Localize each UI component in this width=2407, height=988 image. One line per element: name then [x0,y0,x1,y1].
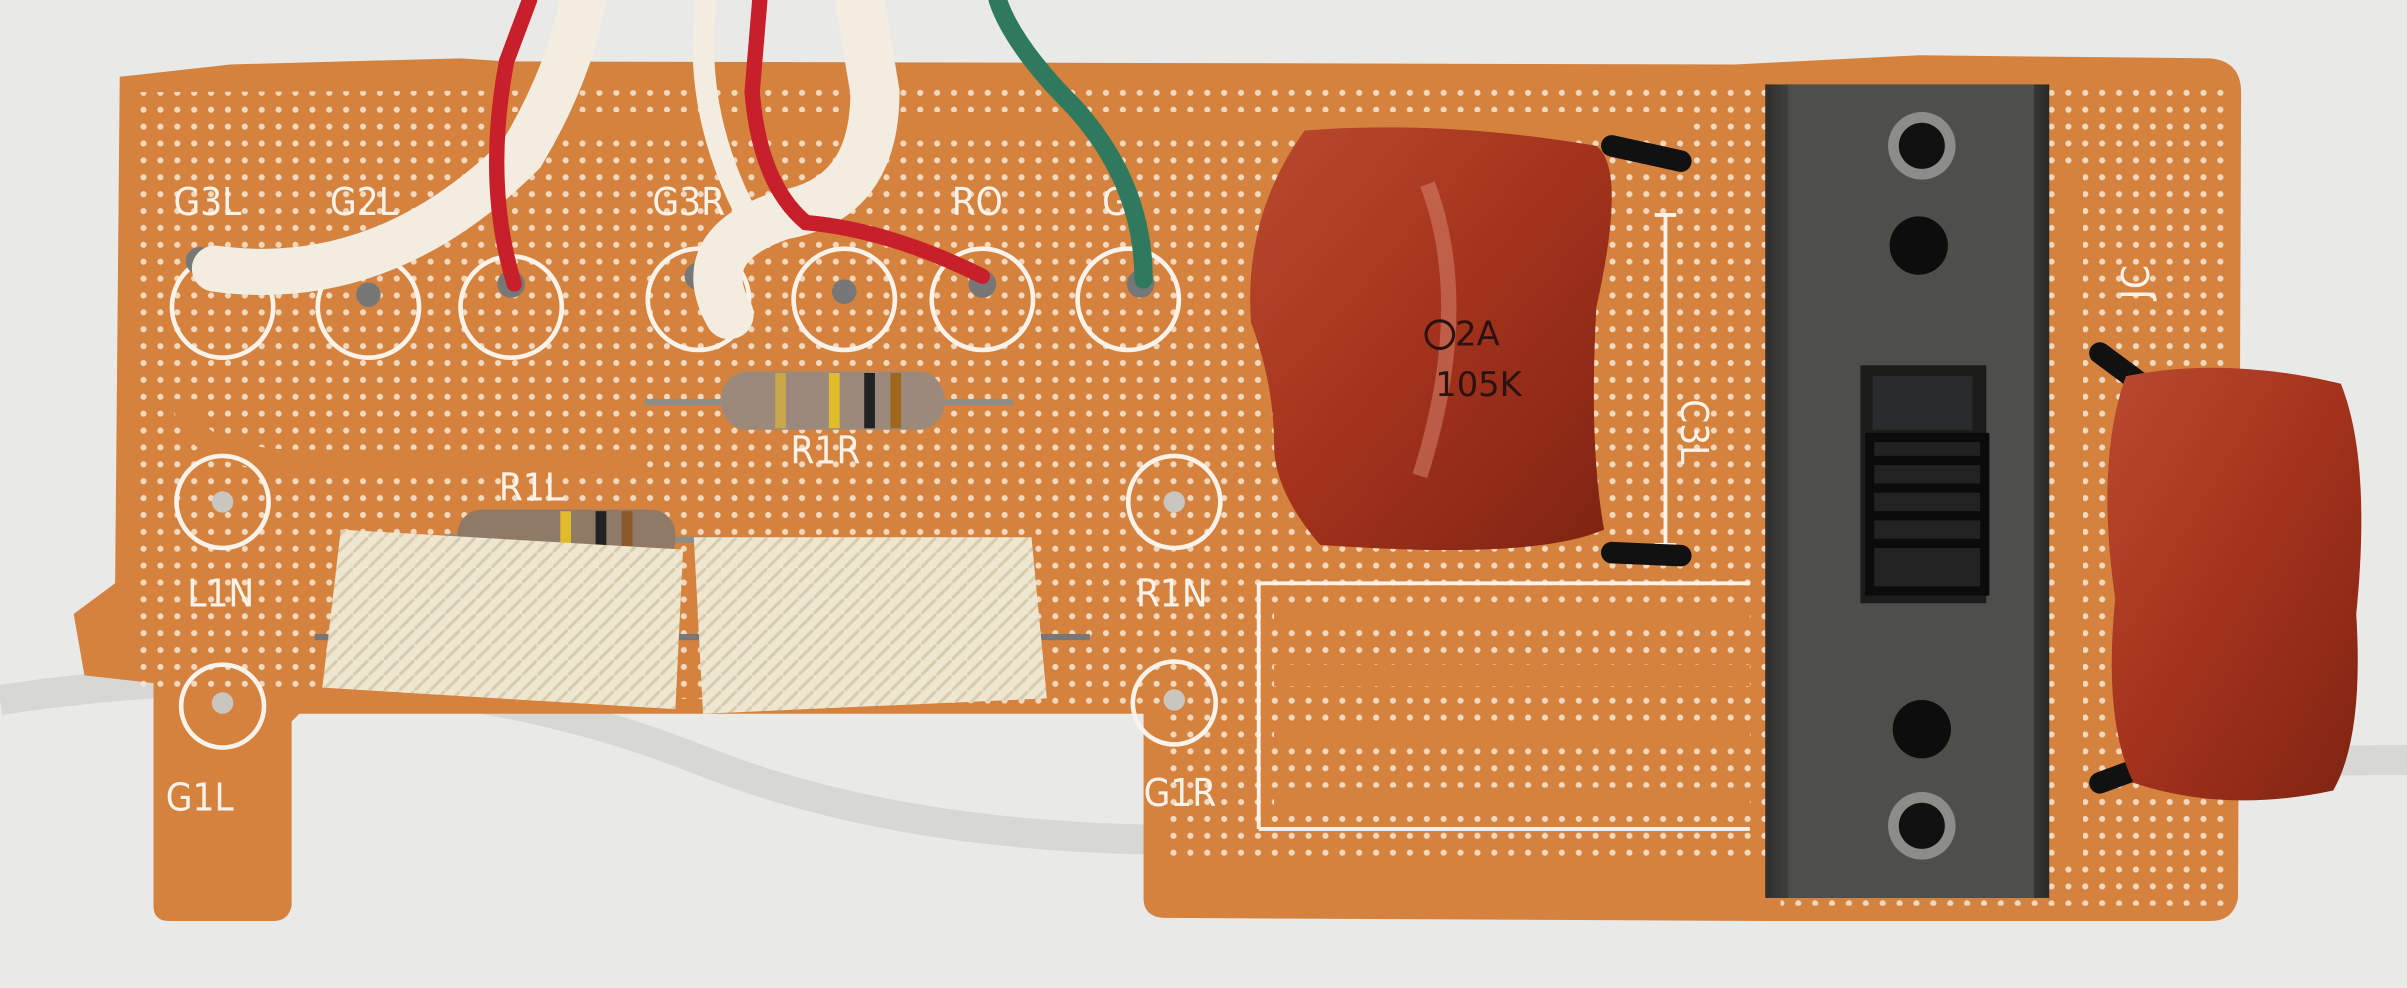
switch-slider-knob [1865,432,1990,596]
pad-l1n [174,453,271,551]
manufacturer-logo-icon [1424,319,1456,350]
capacitor-marking-voltage: 2A [1455,314,1500,353]
film-capacitor-large: 2A 105K [1250,127,1692,567]
label-r1r: R1R [791,429,861,474]
wires [191,0,1153,340]
resistor-r1r [644,371,1014,430]
label-jc: JC [2114,265,2159,301]
label-g3l: G3L [173,180,242,225]
film-capacitor-small [2089,342,2362,801]
solder-pads [169,246,1223,750]
label-g2l: G2L [330,180,399,225]
label-g1l: G1L [166,775,235,820]
label-r1n: R1N [1136,571,1208,616]
pad-r1n [1125,453,1223,551]
label-c3l: C3L [1671,399,1716,465]
label-r1l: R1L [499,465,565,510]
slide-switch [1765,84,2050,898]
label-g3r: G3R [652,180,725,225]
pad-g3r [645,246,752,353]
capacitor-marking-value: 105K [1435,365,1522,404]
pad-ro [929,246,1036,353]
label-ro: RO [952,180,1003,225]
pad-g [1075,246,1182,353]
label-l1n: L1N [187,571,254,616]
pad-g1l [178,662,267,750]
pad-5 [791,246,898,353]
label-g1r: G1R [1144,771,1217,816]
fiberglass-sleeves [314,529,1090,714]
silk-outlines [1256,212,1750,831]
pad-g1r [1130,659,1219,747]
